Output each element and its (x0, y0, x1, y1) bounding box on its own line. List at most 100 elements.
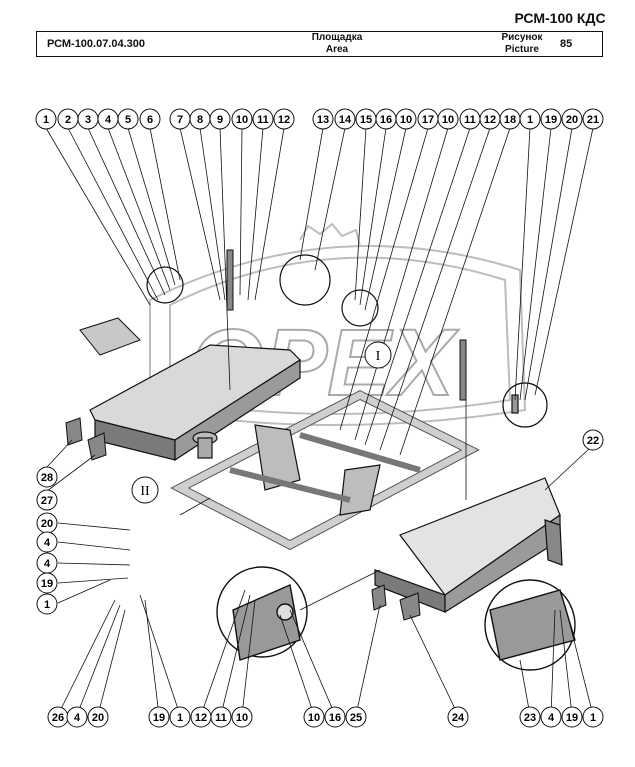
svg-text:7: 7 (177, 114, 183, 126)
bolt (226, 249, 234, 311)
svg-text:22: 22 (587, 435, 599, 447)
svg-text:21: 21 (587, 114, 599, 126)
svg-text:15: 15 (360, 114, 372, 126)
callout: 8 (189, 108, 211, 130)
svg-text:10: 10 (400, 114, 412, 126)
callout: 11 (459, 108, 481, 130)
picture-number: 85 (560, 38, 573, 50)
callout: 19 (148, 706, 170, 728)
callouts-bottom: 26 4 20 19 1 12 11 10 10 16 25 24 23 4 1… (47, 706, 604, 728)
callout: 1 (35, 108, 57, 130)
callout: 13 (312, 108, 334, 130)
callout: 4 (540, 706, 562, 728)
svg-text:12: 12 (278, 114, 290, 126)
svg-text:16: 16 (329, 712, 341, 724)
svg-text:1: 1 (177, 712, 183, 724)
svg-text:I: I (376, 349, 381, 364)
watermark-logo (149, 222, 527, 426)
right-platform (374, 477, 563, 614)
svg-text:20: 20 (92, 712, 104, 724)
svg-text:4: 4 (44, 537, 51, 549)
callout: 27 (36, 489, 58, 511)
callout: 1 (169, 706, 191, 728)
callouts-left: 28 27 20 4 4 19 1 (36, 466, 58, 615)
callout: 12 (273, 108, 295, 130)
callouts-top: 1 2 3 4 5 6 7 8 9 10 11 12 13 14 15 16 1… (35, 108, 604, 130)
callout: 3 (77, 108, 99, 130)
callout: 4 (36, 531, 58, 553)
callout: 18 (499, 108, 521, 130)
svg-text:9: 9 (217, 114, 223, 126)
callout: 24 (447, 706, 469, 728)
callout: 20 (36, 512, 58, 534)
svg-text:4: 4 (548, 712, 555, 724)
svg-text:24: 24 (452, 712, 465, 724)
svg-text:25: 25 (350, 712, 362, 724)
svg-text:II: II (140, 484, 150, 499)
callout: 5 (117, 108, 139, 130)
callout: 19 (540, 108, 562, 130)
bracket-left (65, 417, 83, 446)
callout: 10 (303, 706, 325, 728)
svg-text:1: 1 (527, 114, 533, 126)
callout: 20 (561, 108, 583, 130)
svg-text:17: 17 (422, 114, 434, 126)
callout: 7 (169, 108, 191, 130)
callout: 26 (47, 706, 69, 728)
picture-label-en: Picture (505, 44, 539, 55)
picture-caption: Рисунок Picture (477, 32, 567, 56)
part-name: Площадка Area (267, 32, 407, 56)
svg-text:12: 12 (484, 114, 496, 126)
svg-text:14: 14 (339, 114, 352, 126)
svg-text:5: 5 (125, 114, 131, 126)
callout: 10 (231, 108, 253, 130)
svg-text:1: 1 (590, 712, 596, 724)
svg-text:4: 4 (74, 712, 81, 724)
callout: 6 (139, 108, 161, 130)
callout: 4 (36, 552, 58, 574)
svg-text:16: 16 (380, 114, 392, 126)
svg-text:10: 10 (236, 712, 248, 724)
callout: 16 (375, 108, 397, 130)
svg-text:19: 19 (545, 114, 557, 126)
svg-text:20: 20 (566, 114, 578, 126)
callout: 1 (36, 593, 58, 615)
svg-text:10: 10 (236, 114, 248, 126)
model-title: РСМ-100 КДС (514, 10, 606, 26)
detail-circle-left (216, 566, 308, 661)
callout: 10 (231, 706, 253, 728)
svg-text:11: 11 (215, 712, 227, 724)
callout: 10 (395, 108, 417, 130)
callout: 19 (561, 706, 583, 728)
svg-text:13: 13 (317, 114, 329, 126)
detail-circle-top-left (146, 254, 379, 327)
svg-text:20: 20 (41, 518, 53, 530)
bolt-right (459, 339, 467, 401)
anti-slip-plate (79, 317, 141, 356)
svg-text:19: 19 (41, 578, 53, 590)
svg-text:11: 11 (257, 114, 269, 126)
callout: 28 (36, 466, 58, 488)
left-platform (89, 344, 301, 462)
svg-text:27: 27 (41, 495, 53, 507)
callout: 10 (437, 108, 459, 130)
callout: 11 (252, 108, 274, 130)
svg-text:4: 4 (105, 114, 112, 126)
callout: 15 (355, 108, 377, 130)
svg-text:19: 19 (153, 712, 165, 724)
view-label-II: II (131, 476, 159, 504)
title-block: РСМ-100.07.04.300 Площадка Area Рисунок … (36, 31, 603, 57)
callout: 11 (210, 706, 232, 728)
view-label-I: I (364, 341, 392, 369)
svg-text:11: 11 (464, 114, 476, 126)
callout: 19 (36, 572, 58, 594)
callout: 9 (209, 108, 231, 130)
svg-text:4: 4 (44, 558, 51, 570)
svg-text:19: 19 (566, 712, 578, 724)
svg-text:6: 6 (147, 114, 153, 126)
doc-code: РСМ-100.07.04.300 (47, 38, 146, 50)
callout: 16 (324, 706, 346, 728)
bracket-24 (399, 592, 421, 621)
part-name-en: Area (325, 44, 349, 55)
part-name-ru: Площадка (311, 32, 363, 43)
